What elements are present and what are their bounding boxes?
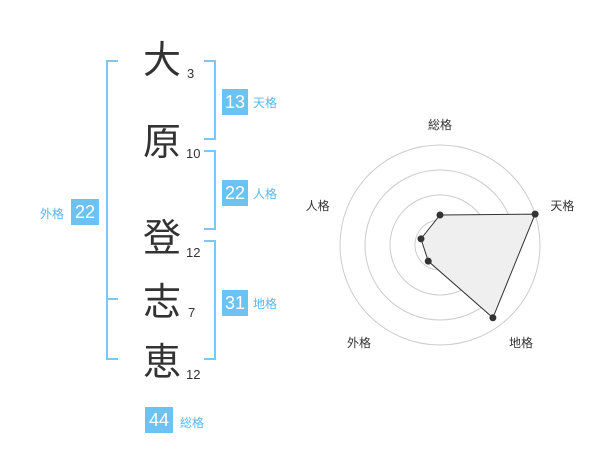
radar-area [420,213,536,319]
radar-points [417,210,539,322]
soukaku-value: 44 [145,407,173,433]
radar-point [436,211,444,219]
gaikaku-label: 外格 [40,207,65,221]
name-character-3: 登 [142,216,181,260]
radar-axis-label: 天格 [550,198,574,213]
radar-point [489,314,497,322]
name-character-4: 志 [142,280,181,324]
soukaku-label: 総格 [180,416,205,430]
jinkaku-value: 22 [222,180,248,206]
stroke-count-1: 3 [187,66,195,81]
radar-ring [339,144,541,346]
name-character-2: 原 [142,120,181,164]
radar-axis-label: 外格 [347,335,371,350]
tenkaku-label: 天格 [253,96,278,110]
stroke-count-2: 10 [186,146,201,161]
radar-point [531,210,539,218]
jinkaku-label: 人格 [253,187,278,201]
tenkaku-value: 13 [222,89,248,115]
radar-point [417,235,425,243]
chikaku-value: 31 [222,290,248,316]
stroke-count-5: 12 [186,367,201,382]
radar-axis-label: 地格 [509,335,533,350]
name-character-1: 大 [142,38,181,82]
stroke-count-3: 12 [186,245,201,260]
gaikaku-value: 22 [71,199,99,225]
radar-axis-label: 総格 [428,117,452,132]
chikaku-label: 地格 [253,297,278,311]
name-character-5: 恵 [142,340,181,384]
radar-axis-label: 人格 [306,198,330,213]
stroke-count-4: 7 [188,305,196,320]
radar-point [424,257,432,265]
